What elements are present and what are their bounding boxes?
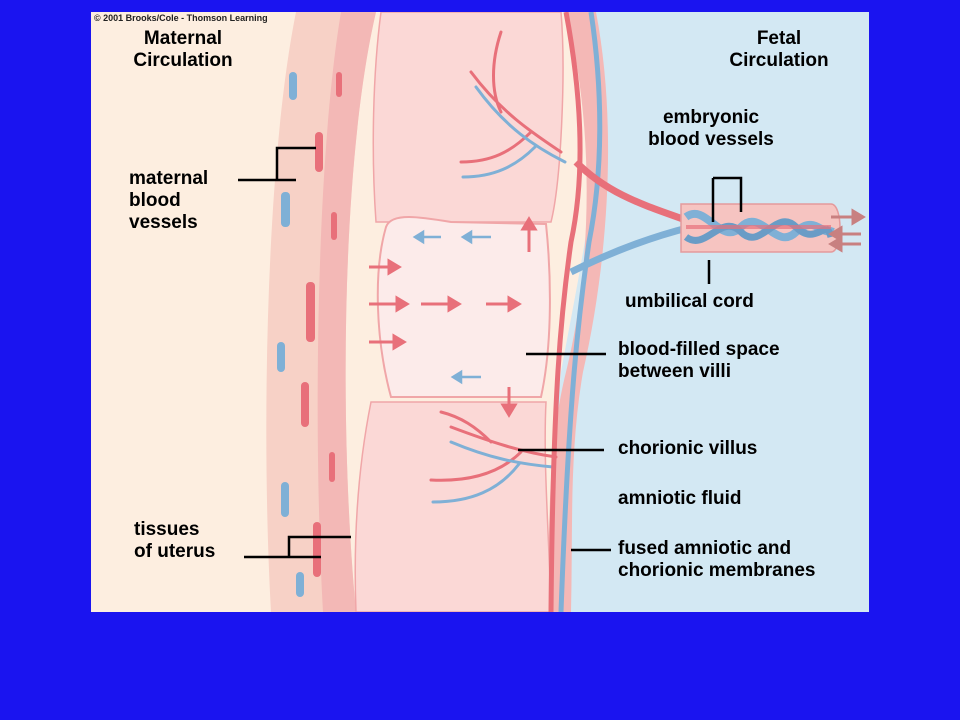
- umbilical-branch-lower: [569, 223, 692, 276]
- umbilical-branch-upper: [573, 159, 693, 226]
- label-umbilical-cord: umbilical cord: [625, 291, 754, 312]
- diagram-panel: © 2001 Brooks/Cole - Thomson Learning Ma…: [91, 12, 869, 612]
- heading-line: Circulation: [133, 50, 233, 71]
- label-fused-membranes: fused amniotic and chorionic membranes: [618, 538, 815, 582]
- label-line: between villi: [618, 361, 731, 382]
- return-flow-arrows: [412, 229, 491, 385]
- umbilical-cord: [680, 203, 841, 253]
- leader-lines: [238, 146, 743, 559]
- label-embryonic-blood-vessels: embryonic blood vessels: [621, 107, 801, 151]
- chorionic-plate: [546, 12, 609, 612]
- label-amniotic-fluid: amniotic fluid: [618, 488, 742, 509]
- label-line: blood: [129, 190, 181, 211]
- uterine-veins: [277, 72, 304, 597]
- label-line: tissues: [134, 519, 200, 540]
- label-line: chorionic membranes: [618, 560, 816, 581]
- label-line: blood vessels: [648, 129, 774, 150]
- villi-region: [354, 12, 564, 612]
- villus-vessels-lower: [429, 410, 558, 504]
- label-chorionic-villus: chorionic villus: [618, 438, 758, 459]
- amniotic-fluid-region: [556, 12, 869, 612]
- label-line: blood-filled space: [618, 339, 780, 360]
- heading-line: Fetal: [756, 28, 802, 49]
- label-line: fused amniotic and: [618, 538, 792, 559]
- maternal-flow-arrows: [369, 216, 538, 418]
- blood-filled-space: [376, 216, 551, 398]
- copyright-notice: © 2001 Brooks/Cole - Thomson Learning: [94, 13, 268, 23]
- cord-flow-arrows: [828, 208, 866, 253]
- label-maternal-blood-vessels: maternal blood vessels: [129, 168, 208, 234]
- villus-vessels-upper: [459, 30, 567, 179]
- label-blood-filled-space: blood-filled space between villi: [618, 339, 780, 383]
- heading-line: Circulation: [729, 50, 829, 71]
- label-line: of uterus: [134, 541, 216, 562]
- label-line: embryonic: [662, 107, 760, 128]
- placenta-illustration: [238, 12, 869, 612]
- chorionic-vein: [558, 12, 603, 612]
- fetal-circulation-heading: Fetal Circulation: [709, 28, 849, 72]
- maternal-circulation-heading: Maternal Circulation: [113, 28, 253, 72]
- label-line: vessels: [129, 212, 198, 233]
- chorionic-artery: [548, 12, 583, 612]
- heading-line: Maternal: [143, 28, 223, 49]
- label-line: maternal: [129, 168, 209, 189]
- label-tissues-of-uterus: tissues of uterus: [134, 519, 215, 563]
